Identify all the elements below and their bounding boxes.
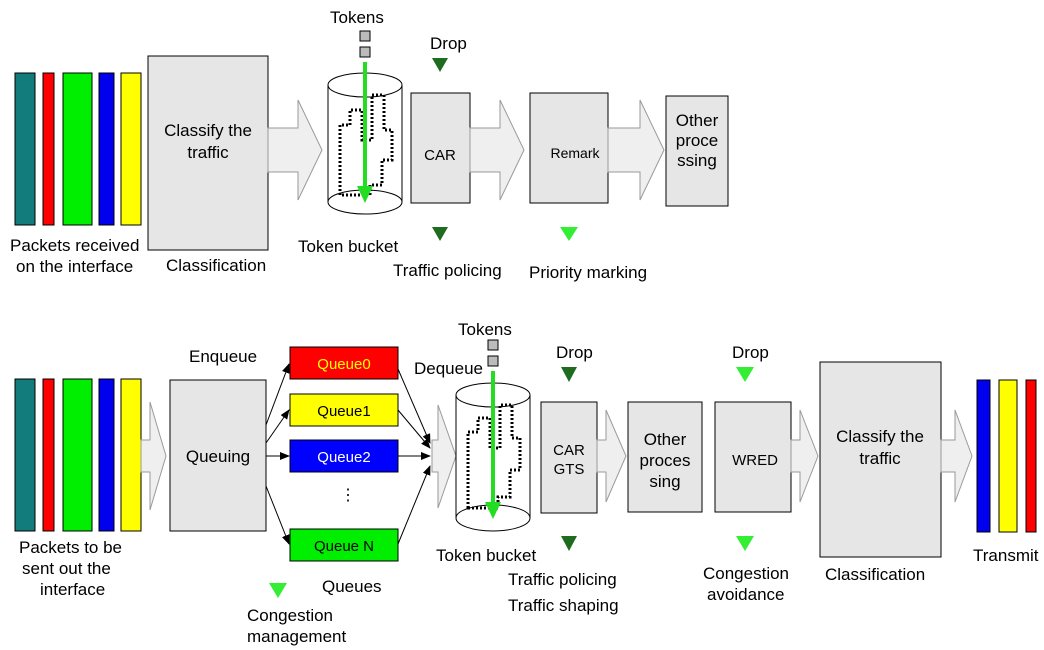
- packet-yellow: [999, 380, 1017, 532]
- bottom-policing-triangle: [561, 536, 577, 551]
- packet-red: [43, 379, 54, 531]
- packet-red: [43, 73, 54, 225]
- top-car-text: CAR: [424, 147, 456, 164]
- top-packets-label-1: Packets received: [10, 236, 139, 255]
- top-other-text-2: proce: [676, 131, 719, 150]
- top-other-text-1: Other: [676, 111, 719, 130]
- top-drop-triangle: [432, 58, 448, 72]
- queuing-text: Queuing: [186, 447, 250, 466]
- dequeue-arrow-1: [398, 410, 430, 448]
- bottom-other-text-2: proces: [639, 451, 690, 470]
- packet-yellow: [121, 73, 141, 225]
- top-policing-triangle: [432, 227, 448, 241]
- top-token-square-2: [360, 47, 370, 57]
- bottom-arrow-1: [141, 402, 166, 510]
- top-marking-triangle: [560, 227, 578, 241]
- top-other-text-3: ssing: [677, 151, 717, 170]
- enqueue-label: Enqueue: [189, 347, 257, 366]
- top-tokens-label: Tokens: [330, 8, 384, 27]
- top-classify-text-1: Classify the: [164, 121, 252, 140]
- top-arrow-2: [470, 100, 524, 200]
- packet-green: [63, 73, 92, 225]
- enqueue-arrow-0: [266, 364, 289, 425]
- car-gts-text-2: GTS: [554, 461, 585, 478]
- queue-2-label: Queue2: [317, 449, 370, 466]
- top-packets-label-2: on the interface: [16, 257, 133, 276]
- packet-green: [63, 379, 92, 531]
- bottom-traffic-shaping-label: Traffic shaping: [508, 596, 619, 615]
- queue-1-label: Queue1: [317, 403, 370, 420]
- bottom-drop-car-triangle: [561, 367, 577, 382]
- bottom-drop-car-label: Drop: [556, 343, 593, 362]
- queues-label: Queues: [322, 577, 382, 596]
- bottom-token-square-1: [488, 340, 498, 350]
- bottom-packets-label-1: Packets to be: [19, 538, 122, 557]
- bottom-other-text-1: Other: [644, 430, 687, 449]
- congestion-management-label-1: Congestion: [247, 606, 333, 625]
- dequeue-label: Dequeue: [414, 359, 483, 378]
- transmit-label: Transmit: [973, 546, 1039, 565]
- top-arrow-3: [608, 100, 664, 200]
- packet-teal: [15, 379, 35, 531]
- bottom-packets: [15, 379, 141, 531]
- dequeue-arrow-n: [398, 466, 430, 544]
- top-token-square-1: [360, 31, 370, 41]
- transmit-packets: [977, 380, 1036, 532]
- congestion-avoidance-triangle: [736, 536, 754, 551]
- bottom-drop-wred-triangle: [736, 367, 754, 382]
- top-traffic-policing-label: Traffic policing: [393, 261, 502, 280]
- bottom-arrow-2: [432, 405, 456, 508]
- bottom-token-bucket-label: Token bucket: [436, 546, 536, 565]
- congestion-management-triangle: [269, 583, 287, 598]
- queue-ellipsis: ⋮: [340, 487, 356, 504]
- top-packets: [15, 73, 141, 225]
- wred-text: WRED: [732, 452, 778, 469]
- bottom-classify-text-1: Classify the: [836, 427, 924, 446]
- top-classification-label: Classification: [166, 256, 266, 275]
- congestion-avoidance-label-1: Congestion: [703, 564, 789, 583]
- top-token-bucket-label: Token bucket: [298, 237, 398, 256]
- queue-1: Queue1: [290, 394, 398, 426]
- top-classify-text-2: traffic: [187, 143, 229, 162]
- bottom-other-text-3: sing: [649, 472, 680, 491]
- bottom-arrow-4: [791, 410, 818, 502]
- top-priority-marking-label: Priority marking: [529, 263, 647, 282]
- packet-yellow: [121, 379, 141, 531]
- enqueue-arrow-n: [266, 486, 289, 544]
- bottom-packets-label-3: interface: [40, 580, 105, 599]
- bottom-classification-label: Classification: [825, 565, 925, 584]
- queue-0: Queue0: [290, 347, 398, 379]
- top-remark-text: Remark: [550, 145, 600, 161]
- dequeue-arrow-0: [398, 369, 430, 443]
- bottom-arrow-5: [941, 410, 972, 502]
- congestion-management-label-2: management: [247, 627, 347, 646]
- packet-teal: [15, 73, 35, 225]
- bottom-drop-wred-label: Drop: [732, 343, 769, 362]
- packet-red: [1026, 380, 1036, 532]
- packet-blue: [977, 380, 990, 532]
- bottom-classify-text-2: traffic: [859, 449, 901, 468]
- packet-blue: [99, 379, 114, 531]
- top-drop-label: Drop: [430, 34, 467, 53]
- queue-2: Queue2: [290, 440, 398, 472]
- bottom-token-square-2: [488, 356, 498, 366]
- queue-n-label: Queue N: [314, 538, 374, 555]
- packet-blue: [99, 73, 114, 225]
- bottom-tokens-label: Tokens: [458, 320, 512, 339]
- bottom-packets-label-2: sent out the: [22, 559, 111, 578]
- queue-n: Queue N: [290, 529, 398, 561]
- bottom-arrow-3: [597, 410, 626, 502]
- top-arrow-1: [268, 100, 322, 200]
- car-gts-text-1: CAR: [553, 442, 585, 459]
- bottom-traffic-policing-label: Traffic policing: [508, 570, 617, 589]
- queue-0-label: Queue0: [317, 356, 370, 373]
- congestion-avoidance-label-2: avoidance: [707, 585, 785, 604]
